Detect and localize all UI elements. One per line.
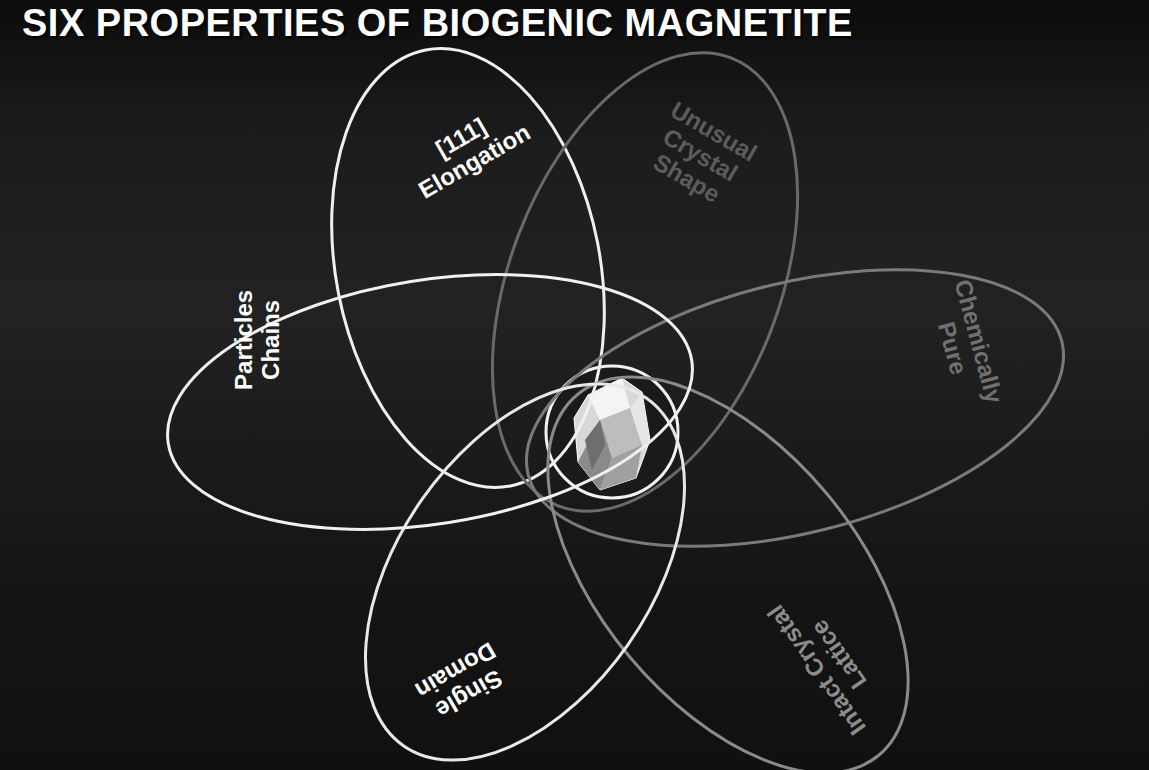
property-ellipse: Intact Crystal Lattice: [487, 334, 969, 770]
ellipse-shape: [433, 36, 857, 528]
property-ellipse: Single Domain: [307, 354, 743, 770]
property-label: [111] Elongation: [390, 89, 547, 211]
property-label: Particles Chains: [231, 280, 285, 400]
property-ellipse: [111] Elongation: [240, 40, 696, 496]
property-label: Chemically Pure: [920, 265, 1011, 424]
ellipse-outline: [240, 40, 696, 496]
ellipse-shape: [296, 40, 640, 496]
property-label: Single Domain: [401, 631, 523, 733]
ellipse-outline: [399, 36, 891, 528]
ellipse-outline: [159, 131, 701, 673]
ellipse-shape: [159, 240, 701, 564]
ellipse-outline: [307, 354, 743, 770]
ellipse-shape: [307, 354, 743, 770]
title: SIX PROPERTIES OF BIOGENIC MAGNETITE: [22, 2, 853, 45]
property-label: Unusual Crystal Shape: [628, 90, 772, 220]
ellipse-outline: [487, 334, 969, 770]
property-label: Intact Crystal Lattice: [754, 573, 901, 751]
property-ellipse: Unusual Crystal Shape: [399, 36, 891, 528]
ellipse-shape: [487, 334, 969, 770]
ellipse-shape: [514, 220, 1076, 596]
property-ellipse: Particles Chains: [159, 131, 701, 673]
